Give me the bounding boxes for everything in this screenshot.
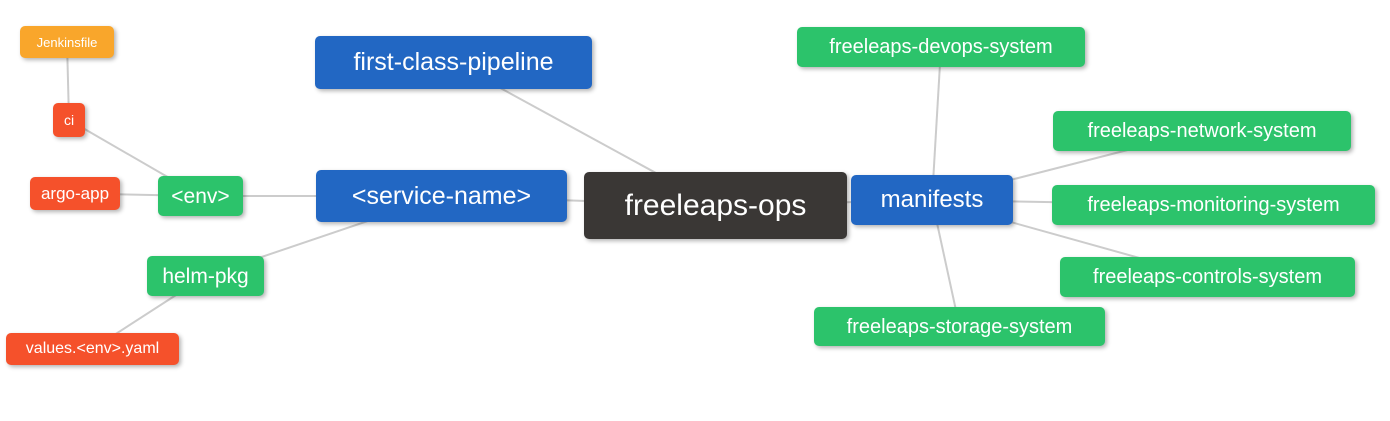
node-first-class-pipeline[interactable]: first-class-pipeline bbox=[315, 36, 592, 89]
node-manifests[interactable]: manifests bbox=[851, 175, 1013, 225]
node-storage-system[interactable]: freeleaps-storage-system bbox=[814, 307, 1105, 346]
node-helm-pkg[interactable]: helm-pkg bbox=[147, 256, 264, 296]
node-monitoring-system[interactable]: freeleaps-monitoring-system bbox=[1052, 185, 1375, 225]
node-service-name[interactable]: <service-name> bbox=[316, 170, 567, 222]
edge-manifests-to-devops-system bbox=[931, 46, 942, 201]
node-controls-system[interactable]: freeleaps-controls-system bbox=[1060, 257, 1355, 297]
node-ci[interactable]: ci bbox=[53, 103, 85, 137]
node-jenkinsfile[interactable]: Jenkinsfile bbox=[20, 26, 114, 58]
node-freeleaps-ops[interactable]: freeleaps-ops bbox=[584, 172, 847, 239]
node-devops-system[interactable]: freeleaps-devops-system bbox=[797, 27, 1085, 67]
node-values-env-yaml[interactable]: values.<env>.yaml bbox=[6, 333, 179, 365]
node-network-system[interactable]: freeleaps-network-system bbox=[1053, 111, 1351, 151]
node-argo-app[interactable]: argo-app bbox=[30, 177, 120, 210]
node-env[interactable]: <env> bbox=[158, 176, 243, 216]
